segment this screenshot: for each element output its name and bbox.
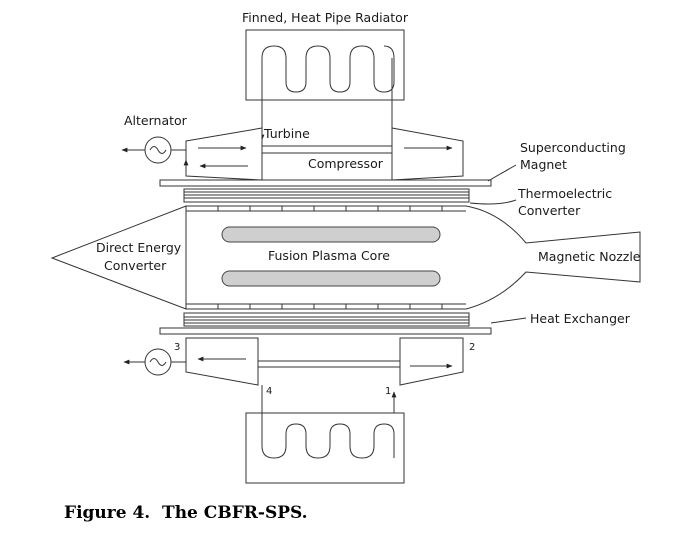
compressor-label: Compressor [308, 156, 384, 171]
fusion-core-label: Fusion Plasma Core [268, 248, 390, 263]
bottom-shaft [257, 360, 401, 368]
turbine-label: Turbine [263, 126, 310, 141]
top-shaft [261, 145, 393, 154]
thermoelectric-label-2: Converter [518, 203, 581, 218]
radiator-label: Finned, Heat Pipe Radiator [242, 10, 409, 25]
top-turbine [185, 127, 263, 181]
direct-energy-label-2: Converter [104, 258, 167, 273]
magnet-label-1: Superconducting [520, 140, 626, 155]
heat-exchanger-label: Heat Exchanger [530, 311, 631, 326]
direct-energy-label-1: Direct Energy [96, 240, 182, 255]
figure-caption: Figure 4. The CBFR-SPS. [64, 503, 308, 523]
state-point-4: 4 [266, 386, 272, 397]
upper-magnet-plate [159, 179, 492, 187]
state-point-2: 2 [469, 342, 475, 353]
magnet-label-2: Magnet [520, 157, 567, 172]
upper-segments [185, 206, 466, 212]
lower-segments [186, 303, 466, 309]
state-point-3: 3 [174, 342, 180, 353]
top-radiator [245, 29, 405, 106]
reactor-body [50, 205, 641, 310]
plasma-bar-lower [221, 270, 441, 287]
magnetic-nozzle-label: Magnetic Nozzle [538, 249, 641, 264]
alternator-label: Alternator [124, 113, 188, 128]
bottom-turbine [185, 337, 259, 386]
plasma-bar-upper [221, 226, 441, 243]
top-compressor [391, 127, 464, 181]
state-point-1: 1 [385, 386, 391, 397]
bottom-compressor [399, 337, 464, 386]
lower-magnet-plate [159, 327, 492, 335]
bottom-radiator [245, 412, 405, 484]
thermoelectric-label-1: Thermoelectric [517, 186, 612, 201]
